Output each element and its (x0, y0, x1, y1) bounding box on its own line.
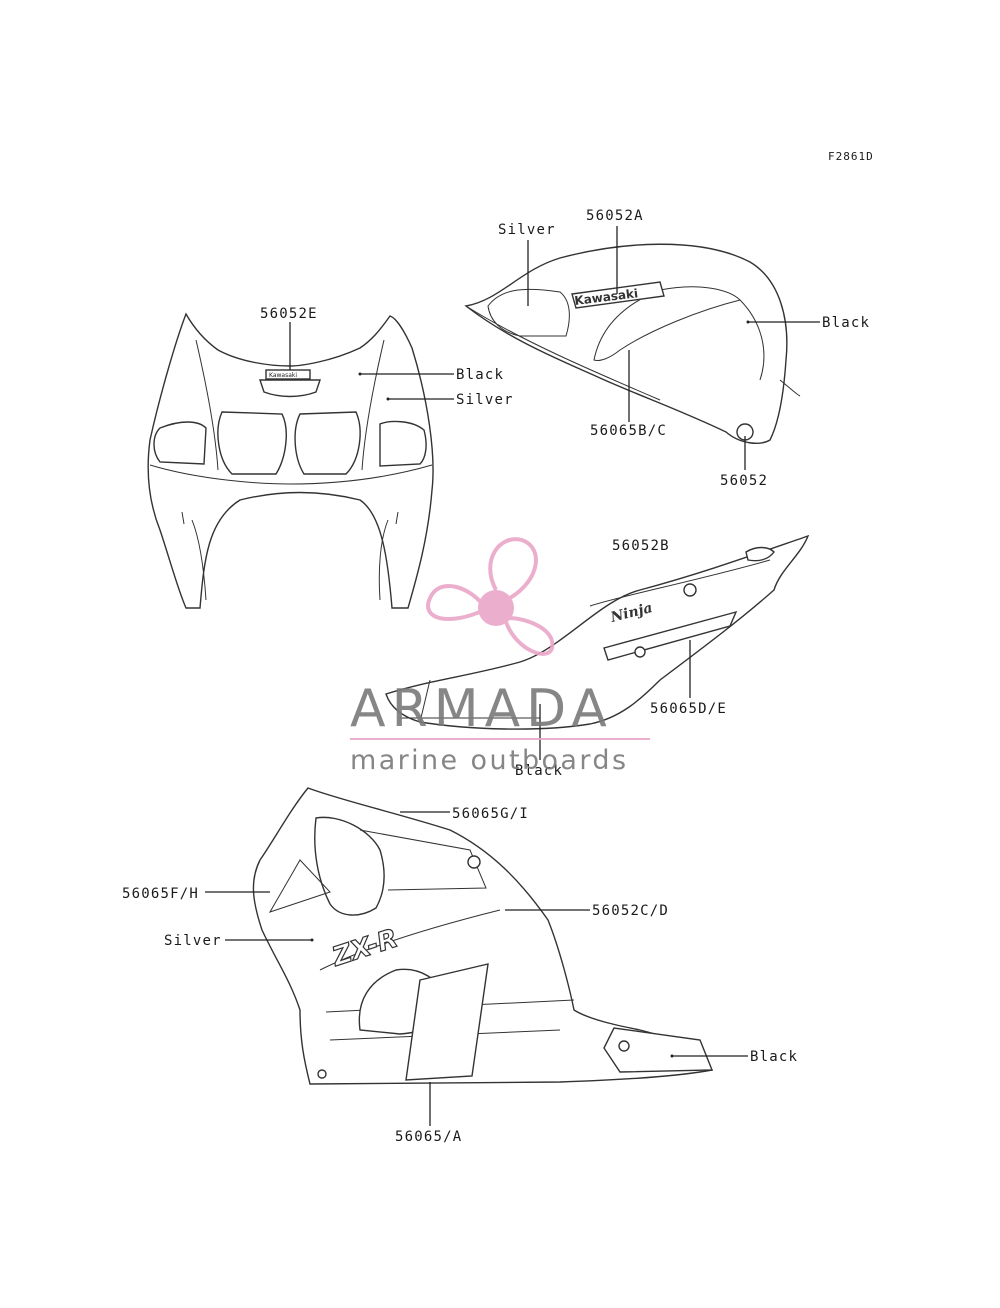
watermark-tagline: marine outboards (350, 745, 628, 776)
tail-cowl-drawing: Ninja (385, 534, 810, 730)
tank-logo-decal (571, 281, 665, 309)
label-56052C-D: 56052C/D (592, 903, 669, 919)
label-56052E: 56052E (260, 306, 318, 322)
fuel-tank-drawing: Kawasaki (464, 243, 801, 444)
propeller-logo-icon (426, 537, 555, 656)
label-56052: 56052 (720, 473, 768, 489)
side-fairing-drawing: ZX-R (252, 787, 714, 1085)
front-fairing-drawing: Kawasaki (147, 312, 434, 609)
label-tank-black: Black (822, 315, 870, 331)
watermark-brand: ARMADA (350, 679, 613, 739)
label-56065G-I: 56065G/I (452, 806, 529, 822)
label-56065B-C: 56065B/C (590, 423, 667, 439)
label-56065F-H: 56065F/H (122, 886, 199, 902)
label-fairing-silver: Silver (456, 392, 514, 408)
label-tank-silver: Silver (498, 222, 556, 238)
label-56065-A: 56065/A (395, 1129, 462, 1145)
label-56052B: 56052B (612, 538, 670, 554)
label-side-black: Black (750, 1049, 798, 1065)
fairing-emblem-decal (265, 369, 311, 380)
fairing-emblem-text: Kawasaki (269, 372, 297, 379)
label-tail-black: Black (515, 763, 563, 779)
label-56065D-E: 56065D/E (650, 701, 727, 717)
label-side-silver: Silver (164, 933, 222, 949)
figure-code: F2861D (828, 150, 874, 163)
armada-watermark: ARMADA marine outboards (350, 537, 650, 776)
label-fairing-black: Black (456, 367, 504, 383)
label-56052A: 56052A (586, 208, 644, 224)
